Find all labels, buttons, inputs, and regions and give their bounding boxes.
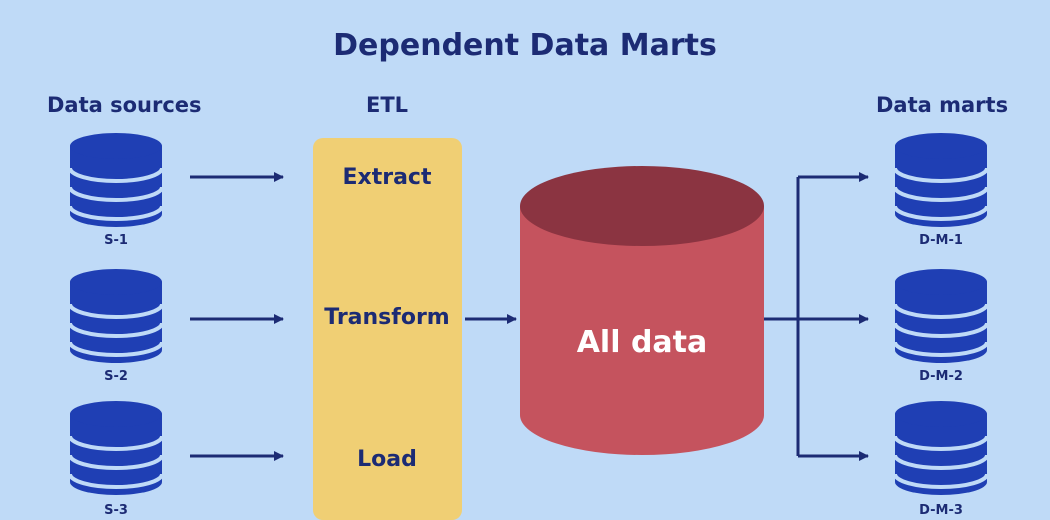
header-etl: ETL bbox=[366, 93, 409, 117]
mart-label-dm1: D-M-1 bbox=[919, 233, 963, 248]
etl-step-load: Load bbox=[357, 447, 417, 472]
database-icon-mart-3 bbox=[893, 401, 989, 495]
source-label-s1: S-1 bbox=[104, 233, 128, 248]
mart-label-dm2: D-M-2 bbox=[919, 369, 963, 384]
header-data-sources: Data sources bbox=[47, 93, 202, 117]
etl-step-extract: Extract bbox=[342, 165, 432, 190]
source-label-s2: S-2 bbox=[104, 369, 128, 384]
database-icon-source-3 bbox=[68, 401, 164, 495]
page-title: Dependent Data Marts bbox=[333, 28, 717, 63]
header-data-marts: Data marts bbox=[876, 93, 1009, 117]
database-icon-mart-1 bbox=[893, 133, 989, 227]
etl-step-transform: Transform bbox=[324, 305, 450, 330]
etl-box bbox=[313, 138, 462, 520]
database-icon-source-1 bbox=[68, 133, 164, 227]
database-icon-mart-2 bbox=[893, 269, 989, 363]
branch-connector bbox=[764, 177, 800, 456]
source-label-s3: S-3 bbox=[104, 503, 128, 518]
mart-label-dm3: D-M-3 bbox=[919, 503, 963, 518]
database-icon-source-2 bbox=[68, 269, 164, 363]
center-label: All data bbox=[576, 325, 708, 360]
all-data-cylinder bbox=[520, 166, 764, 455]
